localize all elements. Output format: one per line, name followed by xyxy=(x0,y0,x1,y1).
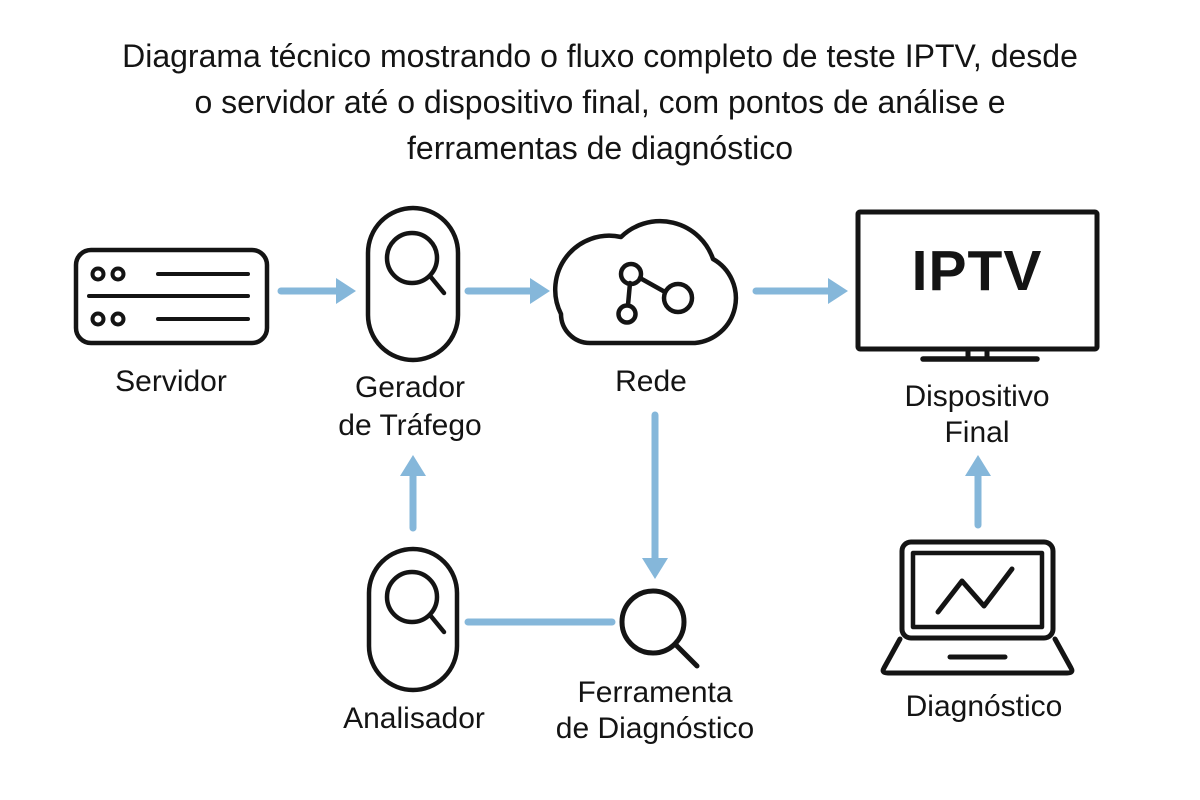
server-icon xyxy=(73,247,270,346)
laptop-chart-icon xyxy=(880,539,1075,676)
title-line-2: o servidor até o dispositivo final, com … xyxy=(194,84,1006,120)
title-line-1: Diagrama técnico mostrando o fluxo compl… xyxy=(122,38,1078,74)
analyzer-magnifier-icon xyxy=(366,546,460,693)
flow-arrows xyxy=(277,278,991,626)
iptv-screen-text: IPTV xyxy=(911,239,1043,303)
label-analisador: Analisador xyxy=(343,702,485,735)
label-diagnostico: Diagnóstico xyxy=(905,690,1063,723)
magnifier-icon xyxy=(619,588,700,669)
network-cloud-icon xyxy=(552,218,739,346)
label-gerador-trafego: Gerador de Tráfego xyxy=(338,371,482,442)
arrow-diagnostico-to-dispositivo xyxy=(965,455,991,529)
label-dispositivo-final: Dispositivo Final xyxy=(904,380,1050,449)
traffic-generator-magnifier-icon xyxy=(365,205,461,363)
diagram-title: Diagrama técnico mostrando o fluxo compl… xyxy=(0,33,1200,171)
arrow-rede-to-ferramenta xyxy=(642,411,668,579)
title-line-3: ferramentas de diagnóstico xyxy=(407,130,793,166)
network-nodes-icon xyxy=(616,261,695,325)
tv-icon xyxy=(855,209,1100,362)
arrow-gerador-to-rede xyxy=(464,278,550,304)
arrow-analisador-to-gerador xyxy=(400,455,426,532)
label-servidor: Servidor xyxy=(115,365,227,398)
arrow-rede-to-dispositivo xyxy=(752,278,848,304)
arrow-servidor-to-gerador xyxy=(277,278,356,304)
label-ferramenta-diagnostico: Ferramenta de Diagnóstico xyxy=(555,676,755,745)
label-rede: Rede xyxy=(615,365,687,398)
chart-line-icon xyxy=(935,566,1015,615)
